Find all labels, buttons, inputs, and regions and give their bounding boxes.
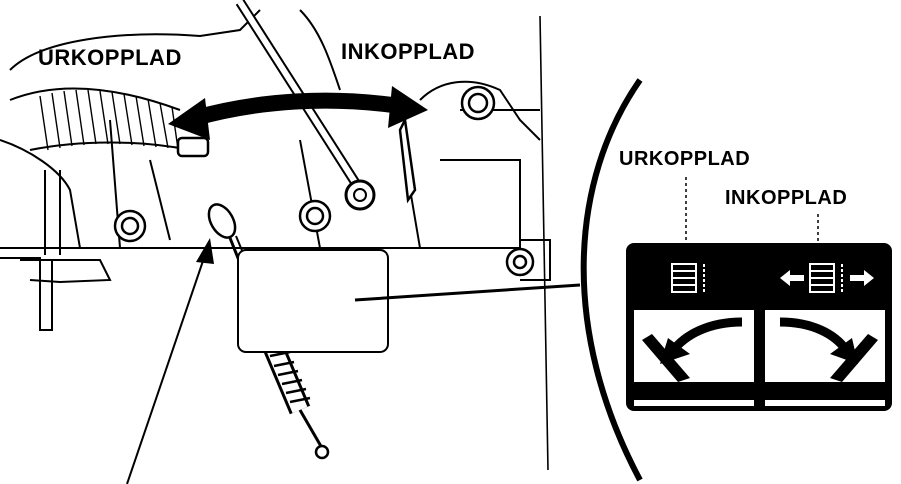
corrugated-hose <box>9 87 191 151</box>
decal-disengaged-label: URKOPPLAD <box>619 148 751 170</box>
double-headed-arrow-icon <box>168 86 428 140</box>
decal-leaders <box>685 177 819 243</box>
disengaged-label: URKOPPLAD <box>38 45 182 70</box>
lever-disengaged-icon <box>642 317 743 382</box>
decal-engaged-label: INKOPPLAD <box>725 187 848 209</box>
clutch-decal <box>626 243 892 411</box>
pointer-arrow <box>126 238 214 484</box>
auger-icon <box>671 263 843 293</box>
side-arrows-icon <box>780 270 874 286</box>
lever-pivot <box>176 115 417 204</box>
lever-engaged-icon <box>779 317 878 382</box>
magnifier-bracket <box>580 78 643 482</box>
engaged-label: INKOPPLAD <box>341 39 476 64</box>
decal-plate <box>237 249 581 353</box>
bolts <box>113 85 535 277</box>
engine-housing <box>0 9 551 471</box>
